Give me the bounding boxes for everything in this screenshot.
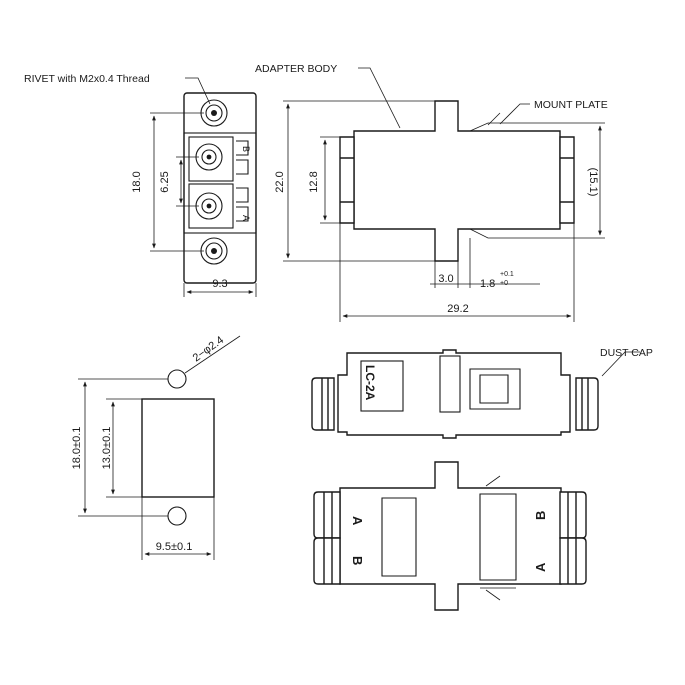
- plate-thickness-dim: 3.0: [438, 273, 453, 285]
- bottom-right-port-b: B: [533, 511, 548, 520]
- dust-cap-left: [311, 377, 335, 431]
- cutout-height-dim: 13.0±0.1: [101, 427, 113, 470]
- bottom-view: A B B A: [313, 461, 587, 611]
- front-view: B A RIVET with M2x0.4 Thread 18.0 6.25 9…: [24, 73, 257, 297]
- side-plate-ref-dim: (15.1): [587, 168, 599, 197]
- port-b-frame: [188, 136, 234, 182]
- model-label: LC-2A: [363, 365, 377, 401]
- bottom-inner-sleeves: [381, 493, 517, 581]
- cutout-rectangle: [141, 398, 215, 498]
- cutout-hole-top-icon: [167, 369, 187, 389]
- cutout-width-dim: 9.5±0.1: [156, 541, 193, 553]
- cutout-hole-bottom-icon: [167, 506, 187, 526]
- bottom-left-cap-lower: [313, 537, 341, 585]
- overall-length-dim: 29.2: [447, 303, 468, 315]
- side-mount-plate: [469, 112, 530, 239]
- bottom-right-port-a: A: [533, 562, 548, 572]
- cutout-pitch-dim: 18.0±0.1: [71, 427, 83, 470]
- top-mid-flange: [439, 355, 461, 413]
- mount-plate-label: MOUNT PLATE: [534, 99, 608, 111]
- front-body-frame: [183, 132, 257, 234]
- top-adapter-body: [337, 349, 571, 439]
- top-label-plate: [360, 360, 404, 412]
- bottom-left-port-b: B: [350, 556, 365, 565]
- side-left-cap: [339, 136, 355, 224]
- adapter-body-label: ADAPTER BODY: [255, 63, 337, 75]
- top-view: LC-2A DUST CAP: [311, 347, 653, 439]
- plate-tol-plus: +0.1: [500, 271, 514, 278]
- plate-tol-zero: +0: [500, 280, 508, 287]
- front-port-a-label: A: [241, 215, 251, 221]
- front-pitch-dim: 6.25: [159, 171, 171, 192]
- rivet-leader: [185, 77, 211, 105]
- adapter-body-leader: [358, 67, 401, 129]
- plate-offset-dim: 1.8: [480, 278, 495, 290]
- bottom-mount-plate: [480, 475, 516, 601]
- bottom-adapter-body: [339, 461, 562, 611]
- dust-cap-leader: [601, 351, 640, 377]
- front-port-b-label: B: [241, 146, 251, 152]
- dust-cap-label: DUST CAP: [600, 347, 653, 359]
- side-adapter-body: [353, 100, 561, 262]
- bottom-right-cap-lower: [559, 537, 587, 585]
- front-height-dim: 18.0: [131, 171, 143, 192]
- side-height-dim: 22.0: [274, 171, 286, 192]
- bottom-left-port-a: A: [350, 516, 365, 526]
- bottom-left-cap-upper: [313, 491, 341, 539]
- side-body-height-dim: 12.8: [308, 171, 320, 192]
- side-right-cap: [559, 136, 575, 224]
- rivet-label: RIVET with M2x0.4 Thread: [24, 73, 150, 85]
- mount-plate-leader: [499, 103, 530, 125]
- dust-cap-right: [575, 377, 599, 431]
- holes-leader: [184, 335, 241, 374]
- side-view: ADAPTER BODY MOUNT PLATE 22.0 12.8 (15.1…: [255, 63, 608, 322]
- bottom-right-cap-upper: [559, 491, 587, 539]
- top-latch-window: [469, 368, 521, 410]
- front-width-dim: 9.3: [212, 278, 227, 290]
- panel-cutout-view: 2−φ2.4 18.0±0.1 13.0±0.1 9.5±0.1: [71, 334, 241, 560]
